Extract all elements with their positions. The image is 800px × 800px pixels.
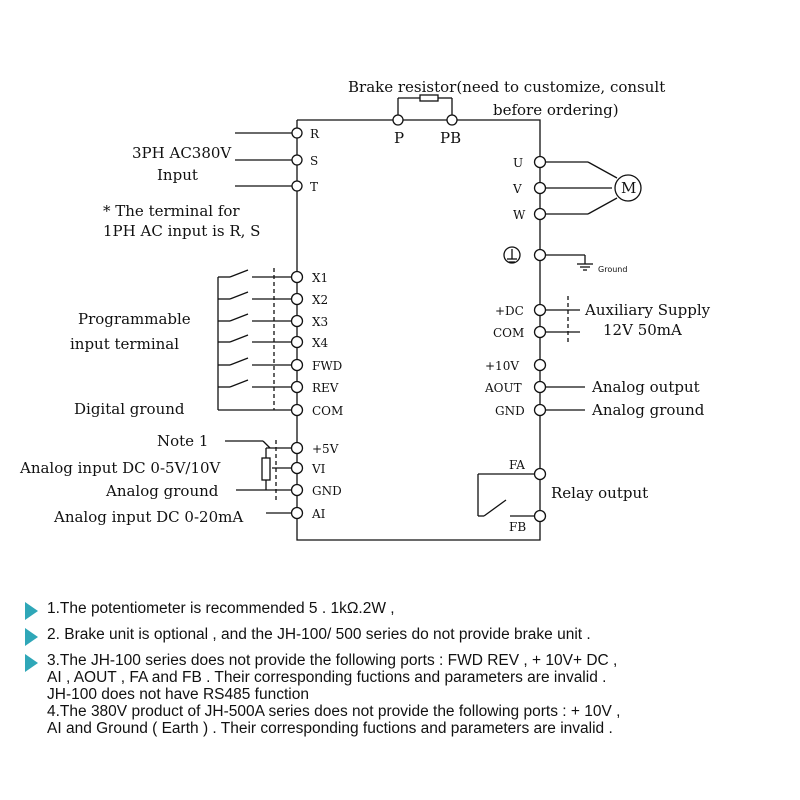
relay-output: [477, 467, 547, 523]
fwd-terminal: [290, 358, 304, 372]
analog-output-label: Analog output: [591, 378, 700, 396]
x1-label: X1: [312, 271, 328, 285]
vi-terminal: [290, 461, 304, 475]
analog-ground-left-label: Analog ground: [105, 482, 219, 500]
fb-label: FB: [509, 520, 526, 534]
s-label: S: [310, 154, 318, 168]
v-terminal: [533, 181, 547, 195]
note-line: 4.The 380V product of JH-500A series doe…: [47, 703, 621, 720]
p-terminal: [392, 114, 404, 126]
pdc-terminal: [533, 303, 547, 317]
x1-terminal: [290, 270, 304, 284]
rev-label: REV: [312, 381, 339, 395]
x3-label: X3: [312, 315, 328, 329]
x2-terminal: [290, 292, 304, 306]
input-label: 3PH AC380V: [132, 144, 232, 162]
ground-connection: [503, 246, 593, 271]
note-item: 3.The JH-100 series does not provide the…: [0, 652, 800, 737]
x4-terminal: [290, 335, 304, 349]
note1-label: Note 1: [157, 432, 208, 450]
inverter-box: [296, 119, 541, 541]
programmable-label: Programmable: [78, 310, 191, 328]
gnd-right-terminal: [533, 403, 547, 417]
r-label: R: [310, 127, 320, 141]
auxiliary-supply: [533, 296, 580, 345]
relay-output-label: Relay output: [551, 484, 648, 502]
w-label: W: [513, 208, 526, 222]
analog-ground-right-label: Analog ground: [591, 401, 705, 419]
note-line: AI , AOUT , FA and FB . Their correspond…: [47, 669, 607, 686]
note-line: AI and Ground ( Earth ) . Their correspo…: [47, 720, 613, 737]
ai-terminal: [290, 506, 304, 520]
p5v-terminal: [290, 441, 304, 455]
ai-label: AI: [311, 507, 326, 521]
fwd-label: FWD: [312, 359, 342, 373]
x3-terminal: [290, 314, 304, 328]
wiring-diagram: Brake resistor(need to customize, consul…: [19, 78, 711, 541]
brake-resistor: [392, 94, 458, 126]
fa-terminal: [533, 467, 547, 481]
x2-label: X2: [312, 293, 328, 307]
pb-label: PB: [440, 129, 461, 147]
com-label: COM: [312, 404, 343, 418]
bullet-triangle-icon: [25, 602, 38, 620]
power-input: [235, 127, 303, 192]
gnd-left-label: GND: [312, 484, 342, 498]
brake-resistor-label: Brake resistor(need to customize, consul…: [348, 78, 665, 96]
ground-terminal: [533, 248, 547, 262]
analog-in-v-label: Analog input DC 0-5V/10V: [19, 459, 222, 477]
s-terminal: [291, 154, 303, 166]
t-label: T: [310, 180, 318, 194]
pb-terminal: [446, 114, 458, 126]
programmable-inputs: [217, 268, 304, 417]
programmable-label-2: input terminal: [70, 335, 179, 353]
note-1ph: * The terminal for: [103, 202, 240, 220]
brake-resistor-label-2: before ordering): [493, 101, 619, 119]
fa-label: FA: [509, 458, 525, 472]
aout-label: AOUT: [484, 381, 522, 395]
t-terminal: [291, 180, 303, 192]
v-label: V: [512, 182, 522, 196]
gnd-right-label: GND: [495, 404, 525, 418]
notes-section: 1.The potentiometer is recommended 5 . 1…: [0, 600, 800, 746]
gnd-left-terminal: [290, 483, 304, 497]
u-terminal: [533, 155, 547, 169]
note-item: 2. Brake unit is optional , and the JH-1…: [0, 626, 800, 646]
fb-terminal: [533, 509, 547, 523]
p10v-terminal: [533, 358, 547, 372]
note-line: 3.The JH-100 series does not provide the…: [47, 652, 618, 669]
motor-label: M: [621, 179, 636, 197]
pdc-label: +DC: [495, 304, 524, 318]
aux-label-2: 12V 50mA: [603, 321, 682, 339]
rev-terminal: [290, 380, 304, 394]
digital-ground-label: Digital ground: [74, 400, 185, 418]
analog-inputs: [225, 440, 304, 520]
aout-terminal: [533, 380, 547, 394]
com-right-terminal: [533, 325, 547, 339]
input-label-2: Input: [157, 166, 198, 184]
com-right-label: COM: [493, 326, 524, 340]
com-terminal: [290, 403, 304, 417]
r-terminal: [291, 127, 303, 139]
p5v-label: +5V: [312, 442, 339, 456]
note-1ph-2: 1PH AC input is R, S: [103, 222, 260, 240]
motor-icon: [614, 174, 642, 202]
bullet-triangle-icon: [25, 654, 38, 672]
bullet-triangle-icon: [25, 628, 38, 646]
x4-label: X4: [312, 336, 329, 350]
analog-in-ma-label: Analog input DC 0-20mA: [53, 508, 243, 526]
aux-label: Auxiliary Supply: [584, 301, 711, 319]
ground-label: Ground: [598, 265, 627, 274]
p-label: P: [394, 129, 404, 147]
p10v-label: +10V: [485, 359, 519, 373]
note-line: JH-100 does not have RS485 function: [47, 686, 309, 703]
note-line: 2. Brake unit is optional , and the JH-1…: [47, 626, 591, 643]
analog-output: [533, 358, 585, 417]
w-terminal: [533, 207, 547, 221]
motor-output: [533, 155, 642, 221]
note-line: 1.The potentiometer is recommended 5 . 1…: [47, 600, 395, 617]
note-item: 1.The potentiometer is recommended 5 . 1…: [0, 600, 800, 620]
vi-label: VI: [311, 462, 326, 476]
u-label: U: [513, 156, 523, 170]
